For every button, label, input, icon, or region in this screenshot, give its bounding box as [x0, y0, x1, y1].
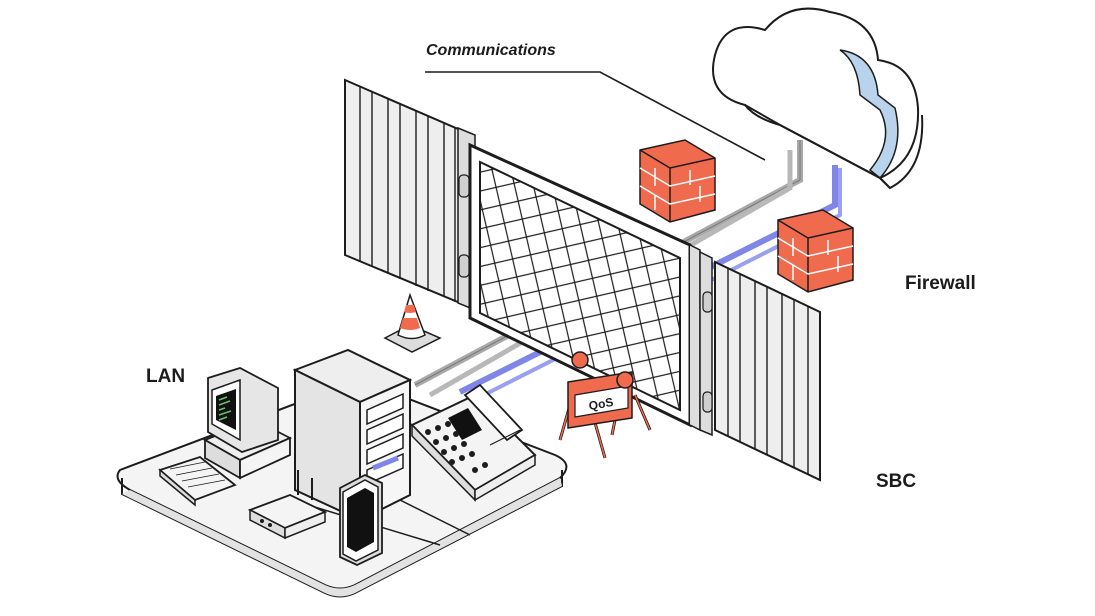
ip-phone-icon [410, 383, 537, 502]
communications-label: Communications [426, 42, 556, 59]
cloud-icon [712, 7, 924, 190]
server-tower-icon [292, 348, 413, 522]
router-icon [247, 470, 328, 540]
firewall-brick-icon [777, 209, 854, 293]
firewall-label: Firewall [905, 273, 976, 294]
computer-icon [202, 367, 293, 480]
lan-label: LAN [146, 366, 186, 387]
firewall-brick-icon [639, 139, 716, 223]
barricade-icon: QoS [558, 351, 652, 459]
qos-sign-text: QoS [588, 395, 615, 413]
left-fence-panel [344, 78, 476, 312]
gate-icon [468, 142, 701, 432]
keyboard-icon [158, 455, 237, 507]
sbc-label: SBC [876, 471, 917, 492]
traffic-cone-icon [383, 292, 442, 353]
communications-leader-line [425, 71, 766, 161]
right-fence-panel [699, 250, 821, 482]
smartphone-icon [339, 473, 383, 566]
